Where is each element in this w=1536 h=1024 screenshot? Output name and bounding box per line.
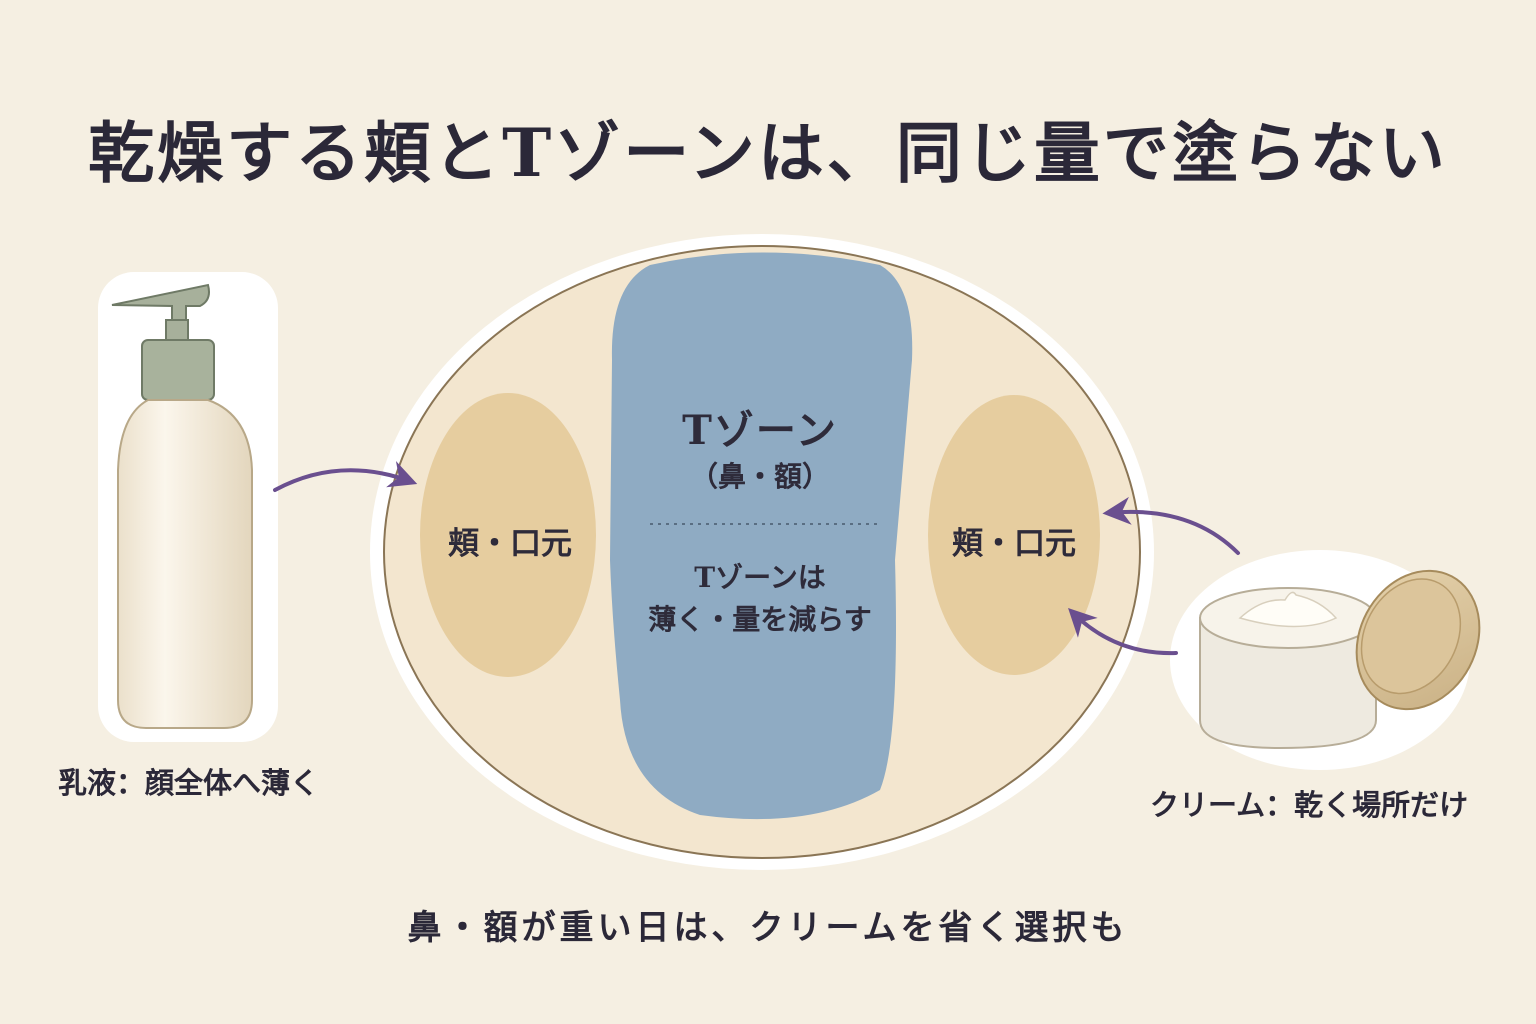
arrow-cream-to-cheek-upper — [1102, 496, 1240, 555]
tzone-title: Tゾーン — [682, 407, 838, 454]
cheek-left-label: 頬・口元 — [448, 526, 572, 562]
cheek-left-shape — [420, 393, 596, 677]
pump-bottle-icon — [98, 272, 278, 742]
arrow-cream-to-cheek-lower — [1068, 608, 1178, 656]
tzone-subtitle: （鼻・額） — [689, 460, 830, 493]
cream-jar-icon — [1170, 550, 1481, 770]
tzone-shape — [610, 252, 913, 820]
cream-caption: クリーム：乾く場所だけ — [1150, 788, 1469, 822]
lotion-caption: 乳液：顔全体へ薄く — [58, 766, 320, 800]
cheek-right-shape — [928, 395, 1100, 675]
cheek-right-label: 頬・口元 — [952, 526, 1076, 562]
arrow-lotion-to-cheek — [273, 461, 418, 492]
tzone-note-line2: 薄く・量を減らす — [648, 603, 872, 636]
page-title: 乾燥する頬とTゾーンは、同じ量で塗らない — [88, 114, 1448, 192]
footer-note: 鼻・額が重い日は、クリームを省く選択も — [407, 908, 1129, 948]
tzone-note-line1: Tゾーンは — [694, 561, 826, 594]
